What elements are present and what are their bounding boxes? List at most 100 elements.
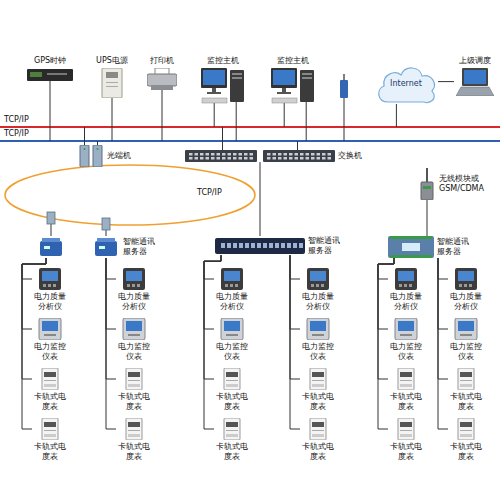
rail-icon — [306, 368, 330, 390]
switch-part — [311, 157, 315, 160]
device-node: 电力质量分析仪 — [214, 268, 250, 311]
srvL-part — [299, 243, 303, 248]
mon-part — [458, 321, 474, 331]
network-label: TCP/IP — [196, 188, 223, 198]
device-node: 电力质量分析仪 — [448, 268, 484, 311]
bus-drop — [214, 102, 215, 127]
device-node: 光端机 — [78, 145, 131, 167]
srvL-part — [257, 243, 261, 248]
rail-part — [400, 430, 412, 431]
device-label: 智能通讯服务器 — [437, 237, 471, 256]
label-group: 电力质量分析仪 — [116, 292, 152, 311]
device-label: UPS电源 — [90, 56, 134, 66]
srvL-part — [239, 243, 243, 248]
device-label: 监控主机 — [198, 56, 248, 66]
rail-icon — [454, 418, 478, 440]
label-group: 卡轨式电度表 — [116, 442, 152, 461]
pq-part — [404, 284, 407, 287]
pq-part — [53, 284, 56, 287]
switch-part — [328, 157, 332, 160]
conv-part — [80, 145, 89, 167]
printer-part — [147, 74, 177, 86]
pc-icon — [271, 68, 315, 104]
connector-line — [290, 255, 300, 329]
rail-part — [44, 372, 56, 377]
rail-part — [312, 422, 324, 427]
switch-part — [322, 157, 326, 160]
rail-icon — [394, 368, 418, 390]
device-label: 智能通讯服务器 — [308, 236, 342, 255]
rail-part — [400, 422, 412, 427]
rail-part — [44, 380, 56, 381]
pq-part — [221, 268, 243, 290]
label-group: 电力质量分析仪 — [214, 292, 250, 311]
rail-part — [460, 384, 472, 387]
connector-line — [290, 255, 300, 279]
pq-part — [469, 284, 472, 287]
device-node: 智能通讯服务器 — [388, 236, 471, 258]
switch-part — [239, 153, 243, 156]
device-label: 监控主机 — [268, 56, 318, 66]
pc-part — [212, 88, 216, 92]
switch-part — [300, 153, 304, 156]
device-node: 上级调度 — [454, 56, 496, 96]
fiber-converter — [102, 218, 110, 230]
switch-part — [278, 153, 282, 156]
label-group: 卡轨式电度表 — [214, 442, 250, 461]
mon-part — [398, 321, 414, 331]
label-group: 智能通讯服务器 — [437, 237, 471, 256]
label-group: UPS电源 — [90, 56, 134, 66]
label-group: 卡轨式电度表 — [32, 442, 68, 461]
pq-part — [42, 271, 58, 281]
device-label: 卡轨式电度表 — [116, 442, 152, 461]
connector-line — [438, 81, 454, 82]
connector-line — [378, 258, 394, 379]
switch-part — [322, 153, 326, 156]
rail-part — [400, 380, 412, 381]
gps-part — [30, 72, 42, 77]
mon-icon — [38, 318, 62, 340]
label-group: 电力质量分析仪 — [300, 292, 336, 311]
srvS-part — [40, 241, 62, 256]
rail-icon — [220, 368, 244, 390]
device-node: 卡轨式电度表 — [448, 418, 484, 461]
device-node: 卡轨式电度表 — [388, 368, 424, 411]
switch-part — [306, 153, 310, 156]
device-node: 智能通讯服务器 — [40, 236, 157, 258]
switch-part — [284, 153, 288, 156]
pq-part — [43, 284, 46, 287]
connector-line — [438, 258, 448, 279]
pq-part — [126, 271, 142, 281]
device-label: 卡轨式电度表 — [388, 392, 424, 411]
device-node: 卡轨式电度表 — [116, 418, 152, 461]
bus-drop — [84, 127, 85, 145]
device-label: 电力监控仪表 — [300, 342, 336, 361]
rail-part — [126, 368, 142, 390]
label-group: 卡轨式电度表 — [448, 442, 484, 461]
pc-part — [272, 98, 297, 103]
rail-part — [44, 430, 56, 431]
switch-part — [284, 157, 288, 160]
rail-part — [226, 430, 238, 431]
switch-part — [200, 157, 204, 160]
pq-part — [409, 284, 412, 287]
device-node: 智能通讯服务器 — [215, 236, 342, 255]
switch-part — [317, 153, 321, 156]
device-node: 电力监控仪表 — [300, 318, 336, 361]
gps-part — [27, 69, 73, 81]
device-node: 卡轨式电度表 — [388, 418, 424, 461]
device-label: 卡轨式电度表 — [300, 392, 336, 411]
rail-part — [226, 372, 238, 377]
switch-part — [328, 153, 332, 156]
rail-part — [226, 434, 238, 437]
switch-part — [189, 157, 193, 160]
device-label: 卡轨式电度表 — [448, 392, 484, 411]
device-node: 电力监控仪表 — [448, 318, 484, 361]
rail-part — [226, 380, 238, 381]
device-node: UPS电源 — [90, 56, 134, 98]
srvL-part — [251, 243, 255, 248]
device-label: 上级调度 — [454, 56, 496, 66]
label-group: 电力监控仪表 — [214, 342, 250, 361]
rail-part — [128, 430, 140, 431]
